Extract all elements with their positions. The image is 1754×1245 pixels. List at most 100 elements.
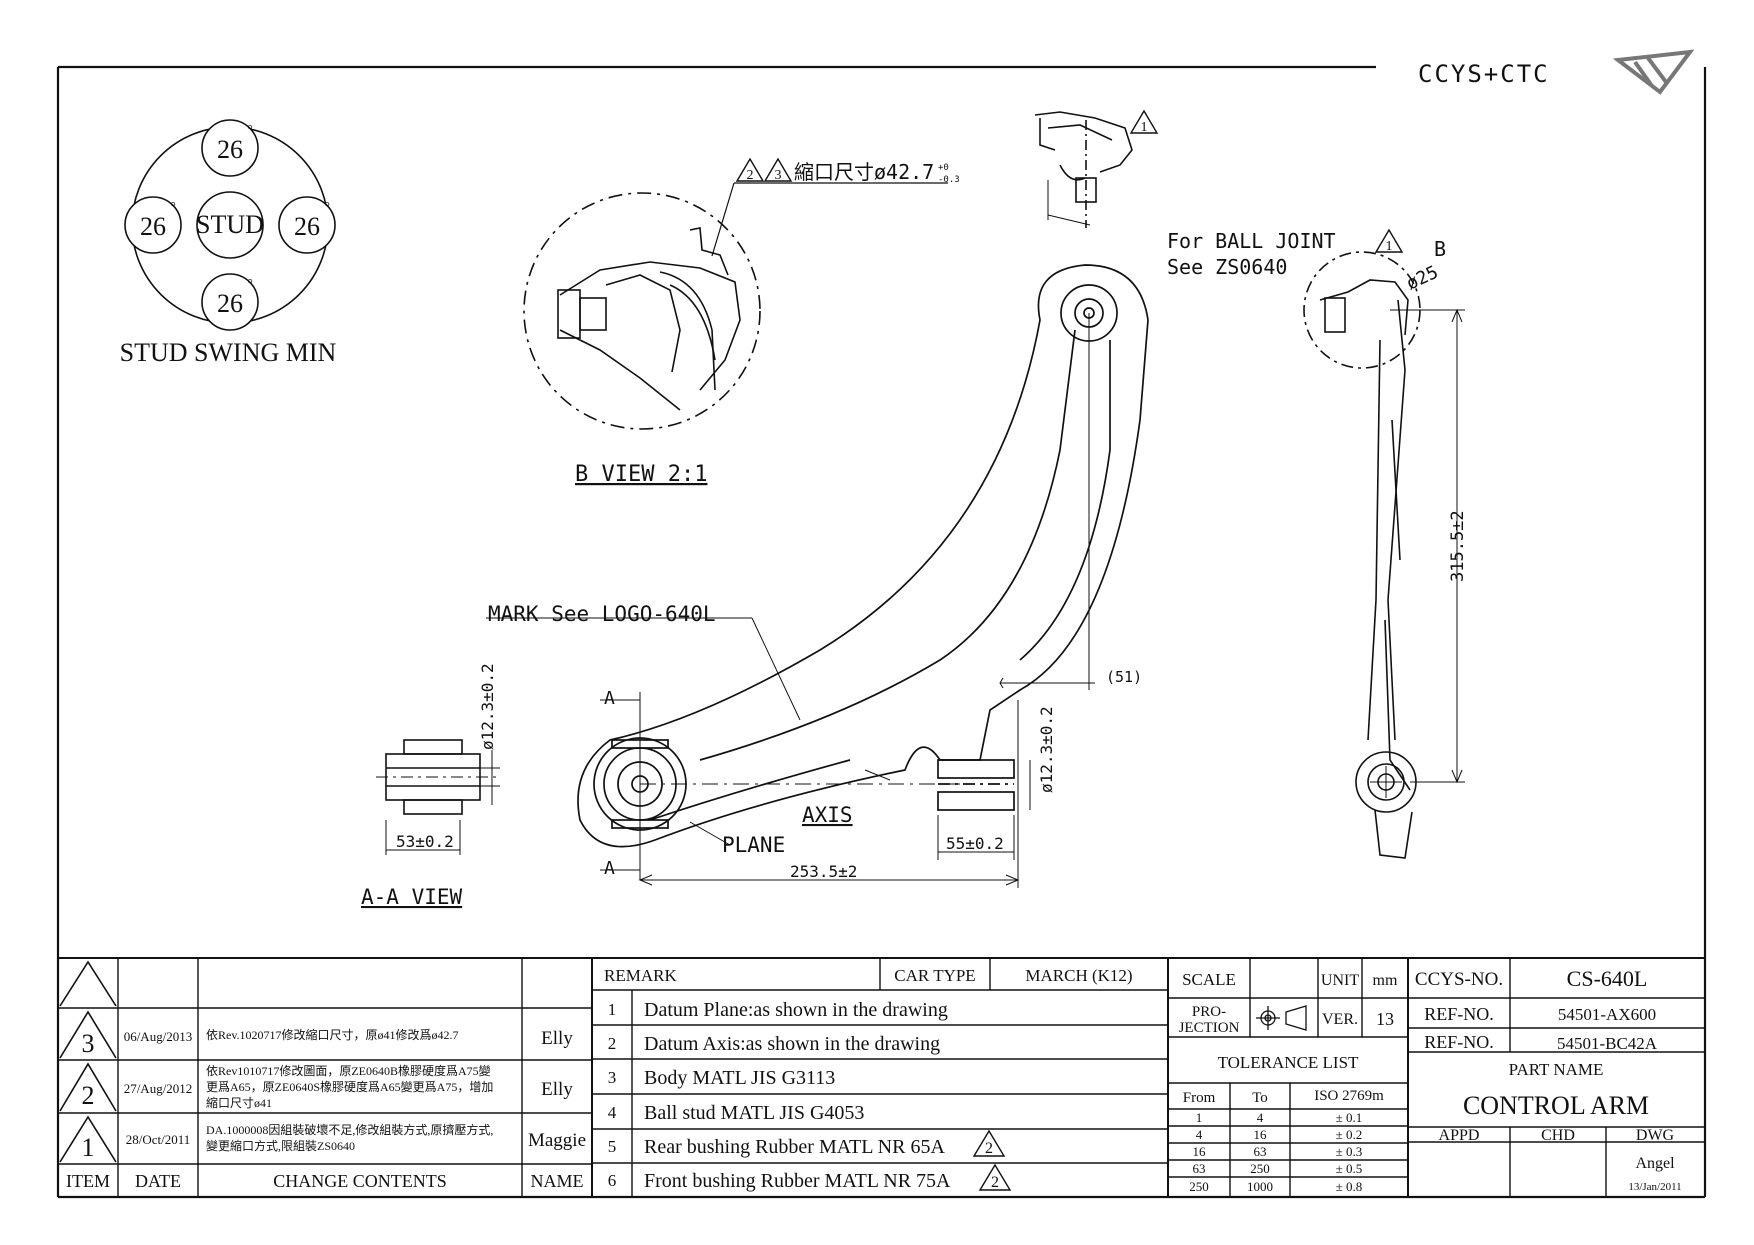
tol-from-1: 1: [1196, 1110, 1203, 1125]
rev-item-1: 1: [82, 1133, 95, 1162]
remark-text-2: Datum Axis:as shown in the drawing: [644, 1033, 940, 1055]
tol-header-iso: ISO 2769m: [1314, 1088, 1384, 1104]
remark-no-1: 1: [608, 1000, 617, 1019]
remark-no-5: 5: [608, 1137, 617, 1156]
stud-swing-diagram: [124, 119, 336, 331]
control-arm-main-view: [486, 264, 1149, 888]
rev-contents-2-line3: 縮口尺寸ø41: [206, 1095, 272, 1110]
tol-to-4: 250: [1250, 1161, 1270, 1176]
rev-contents-1-line1: DA.1000008因組裝破壞不足,修改組裝方式,原擠壓方式,: [206, 1122, 493, 1137]
remark-no-6: 6: [608, 1171, 617, 1190]
remark-text-5: Rear bushing Rubber MATL NR 65A: [644, 1136, 945, 1158]
ref1-label: REF-NO.: [1424, 1004, 1494, 1024]
remark-no-3: 3: [608, 1068, 617, 1087]
revision-triangles: [59, 960, 117, 1163]
remark-text-3: Body MATL JIS G3113: [644, 1067, 835, 1089]
bushing-width-dim: 55±0.2: [946, 834, 1004, 853]
swing-angle-bottom: 26: [217, 289, 243, 318]
rev-contents-1-line2: 變更縮口方式,限組裝ZS0640: [206, 1138, 355, 1153]
tolerance-title: TOLERANCE LIST: [1218, 1053, 1359, 1072]
swing-angle-left: 26: [140, 212, 166, 241]
rev-item-2: 2: [82, 1081, 95, 1110]
side-height-dim: 315.5±2: [1448, 510, 1468, 582]
unit-value: mm: [1373, 972, 1398, 989]
b-view-tol-upper: +0: [938, 163, 949, 173]
tol-value-2: ± 0.2: [1336, 1127, 1363, 1142]
b-view-detail: [523, 192, 761, 430]
tol-value-5: ± 0.8: [1336, 1179, 1363, 1194]
remark-header: REMARK: [604, 966, 677, 985]
remark-rev-marks: 2 2: [972, 1129, 1012, 1191]
top-ball-joint-detail: [1034, 111, 1133, 228]
projection-label-2: JECTION: [1179, 1020, 1240, 1036]
rev-mark-3: 3: [775, 168, 782, 183]
offset-dim: (51): [1106, 668, 1142, 686]
ref2-value: 54501-BC42A: [1557, 1034, 1658, 1053]
ball-joint-rev-mark: 1: [1374, 228, 1404, 254]
degree-mark-bottom: °: [247, 277, 253, 292]
rev-header-name: NAME: [531, 1171, 584, 1191]
axis-label: AXIS: [802, 803, 853, 827]
rev-header-date: DATE: [135, 1171, 181, 1191]
projection-symbol-icon: [1256, 1005, 1307, 1031]
car-type-value: MARCH (K12): [1025, 966, 1132, 985]
rev-contents-2-line1: 依Rev1010717修改圖面，原ZE0640B橡膠硬度爲A75變: [206, 1063, 491, 1078]
rev-date-3: 06/Aug/2013: [124, 1029, 193, 1044]
aa-width-dim: 53±0.2: [396, 832, 454, 851]
tol-from-5: 250: [1189, 1179, 1209, 1194]
rev-name-3: Elly: [541, 1028, 573, 1049]
tol-value-1: ± 0.1: [1336, 1110, 1363, 1125]
rev-mark-2: 2: [747, 168, 754, 183]
aa-view-title: A-A VIEW: [361, 885, 463, 909]
tol-from-2: 4: [1196, 1127, 1203, 1142]
title-block-grid: [58, 957, 1705, 1197]
tol-to-2: 16: [1254, 1127, 1268, 1142]
logo-text: CCYS+CTC: [1418, 60, 1550, 88]
logo-emblem-icon: [1612, 49, 1695, 95]
rev-date-1: 28/Oct/2011: [126, 1132, 191, 1147]
remark-text-4: Ball stud MATL JIS G4053: [644, 1102, 864, 1124]
side-view: [1303, 251, 1465, 859]
b-view-rev-marks: 2 3: [735, 157, 793, 183]
rev-contents-2-line2: 更爲A65，原ZE0640S橡膠硬度爲A65變更爲A75，增加: [206, 1079, 493, 1094]
rev-header-contents: CHANGE CONTENTS: [273, 1171, 447, 1191]
ref1-value: 54501-AX600: [1558, 1005, 1656, 1024]
remark-rev-6: 2: [991, 1174, 999, 1191]
remark-no-2: 2: [608, 1034, 617, 1053]
tol-value-4: ± 0.5: [1336, 1161, 1363, 1176]
aa-dia-dim: ø12.3±0.2: [478, 663, 497, 750]
b-view-title: B VIEW 2:1: [575, 462, 707, 487]
aa-section-view: [376, 739, 500, 855]
chd-label: CHD: [1541, 1127, 1575, 1144]
ball-joint-dia: ø25: [1403, 262, 1441, 295]
rev-date-2: 27/Aug/2012: [124, 1081, 193, 1096]
mark-note: MARK See LOGO-640L: [488, 602, 716, 626]
tol-to-1: 4: [1257, 1110, 1264, 1125]
unit-label: UNIT: [1321, 972, 1359, 989]
dwg-label: DWG: [1636, 1127, 1675, 1144]
stud-swing-title: STUD SWING MIN: [120, 338, 337, 367]
rev-name-1: Maggie: [528, 1130, 586, 1151]
section-a-top: A: [604, 688, 615, 709]
section-a-bottom: A: [604, 858, 615, 879]
tol-to-5: 1000: [1247, 1179, 1273, 1194]
tol-from-4: 63: [1193, 1161, 1206, 1176]
ball-joint-note-1: For BALL JOINT: [1167, 229, 1336, 253]
b-view-note: 縮口尺寸ø42.7: [794, 160, 934, 184]
part-name-value: CONTROL ARM: [1463, 1091, 1649, 1120]
part-name-label: PART NAME: [1509, 1060, 1604, 1079]
company-logo: CCYS+CTC: [1418, 49, 1695, 95]
degree-mark-top: °: [247, 123, 253, 138]
plane-label: PLANE: [722, 833, 785, 857]
ball-joint-label-b: B: [1434, 237, 1446, 261]
swing-angle-top: 26: [217, 135, 243, 164]
b-view-tol-lower: -0.3: [938, 175, 960, 185]
rev-name-2: Elly: [541, 1079, 573, 1100]
tol-to-3: 63: [1254, 1144, 1267, 1159]
ccys-no-label: CCYS-NO.: [1415, 969, 1503, 990]
tol-header-from: From: [1183, 1090, 1216, 1106]
degree-mark-right: °: [324, 200, 330, 215]
top-detail-rev-mark: 1: [1129, 109, 1159, 135]
appd-label: APPD: [1439, 1127, 1480, 1144]
rev-contents-3: 依Rev.1020717修改縮口尺寸，原ø41修改爲ø42.7: [206, 1027, 459, 1042]
